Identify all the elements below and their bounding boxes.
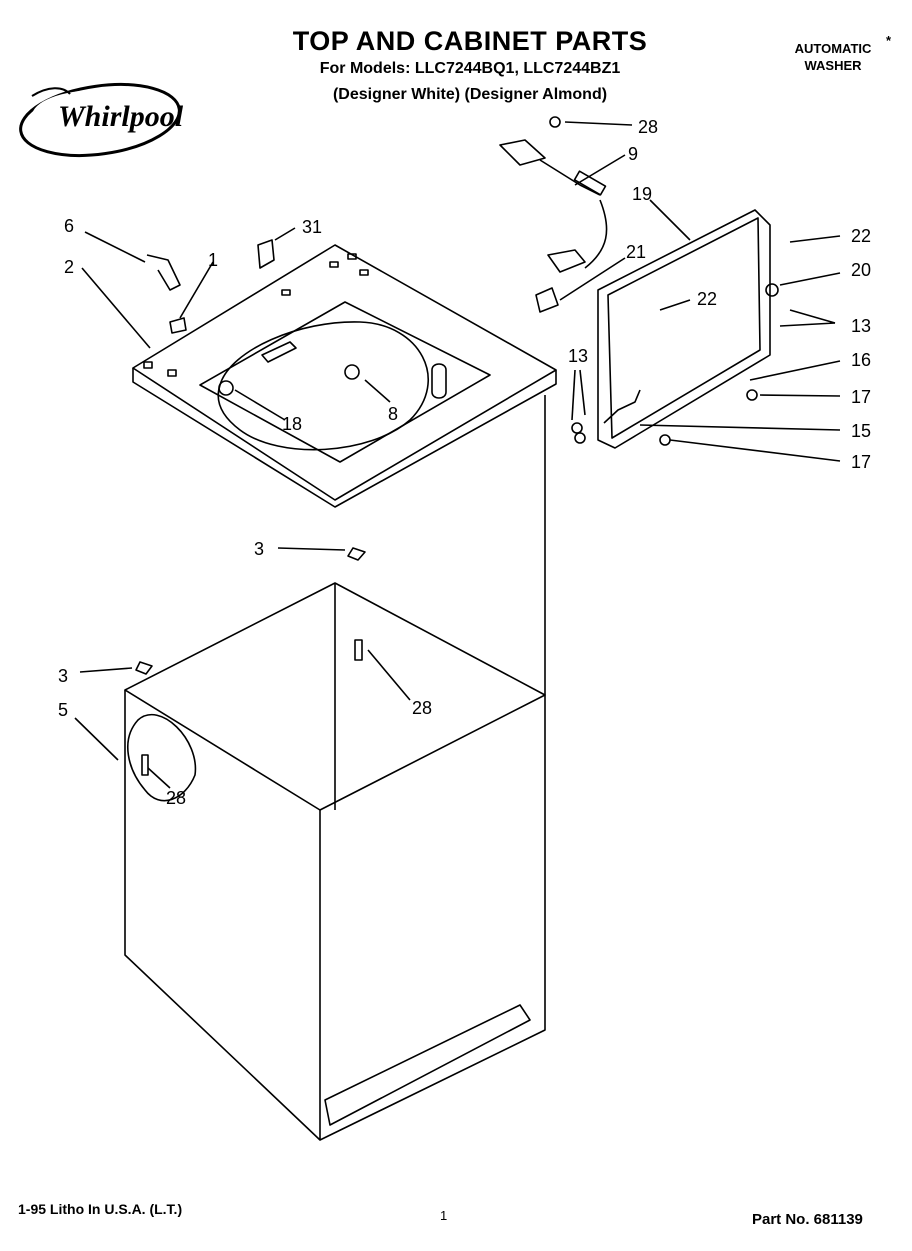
callout-17: 17 [851,452,871,472]
callout-8: 8 [388,404,398,424]
logo-wordmark: Whirlpool [58,100,184,133]
button-20 [765,283,779,297]
callout-1: 1 [208,250,218,270]
callout-3: 3 [58,666,68,686]
screw-13a [571,422,583,434]
hose-18 [218,380,234,396]
callout-19: 19 [632,184,652,204]
callout-18: 18 [282,414,302,434]
page-number: 1 [440,1208,448,1223]
whirlpool-logo: Whirlpool [19,83,184,157]
screw-28-cabinet [354,639,363,661]
leader-lines [74,121,841,789]
callout-15: 15 [851,421,871,441]
knob-17b [659,434,671,446]
asterisk-mark: * [886,33,892,48]
screw-13b [574,432,586,444]
screw-28-cutaway [141,754,149,776]
product-type-line2: WASHER [804,58,862,73]
print-info: 1-95 Litho In U.S.A. (L.T.) [18,1201,183,1217]
callout-17: 17 [851,387,871,407]
product-type: AUTOMATIC WASHER [778,40,888,74]
console-frame [597,209,771,449]
callout-21: 21 [626,242,646,262]
page-title: TOP AND CABINET PARTS [292,26,648,56]
clip-1 [169,317,187,334]
callout-28: 28 [412,698,432,718]
callout-9: 9 [628,144,638,164]
callout-6: 6 [64,216,74,236]
callout-20: 20 [851,260,871,280]
screw-8 [344,364,360,380]
callout-2: 2 [64,257,74,277]
wire-15 [603,389,641,424]
callout-28: 28 [638,117,658,137]
callout-5: 5 [58,700,68,720]
cabinet [124,395,546,1141]
models-line: For Models: LLC7244BQ1, LLC7244BZ1 [319,60,621,77]
callout-22: 22 [851,226,871,246]
wire-harness [499,139,608,273]
bracket-31 [257,239,275,269]
callout-13: 13 [568,346,588,366]
callout-16: 16 [851,350,871,370]
callout-22: 22 [697,289,717,309]
finishes-line: (Designer White) (Designer Almond) [332,86,608,103]
clip-3-lower [135,661,153,675]
callout-13: 13 [851,316,871,336]
knob-21 [535,287,559,313]
clip-6 [146,254,181,291]
callout-3: 3 [254,539,264,559]
callout-28: 28 [166,788,186,808]
product-type-line1: AUTOMATIC [794,41,872,56]
knob-17a [746,389,758,401]
clip-3-upper [347,547,366,561]
screw-28-top [549,116,561,128]
top-panel [132,244,557,508]
callout-31: 31 [302,217,322,237]
part-number: Part No. 681139 [752,1211,863,1228]
